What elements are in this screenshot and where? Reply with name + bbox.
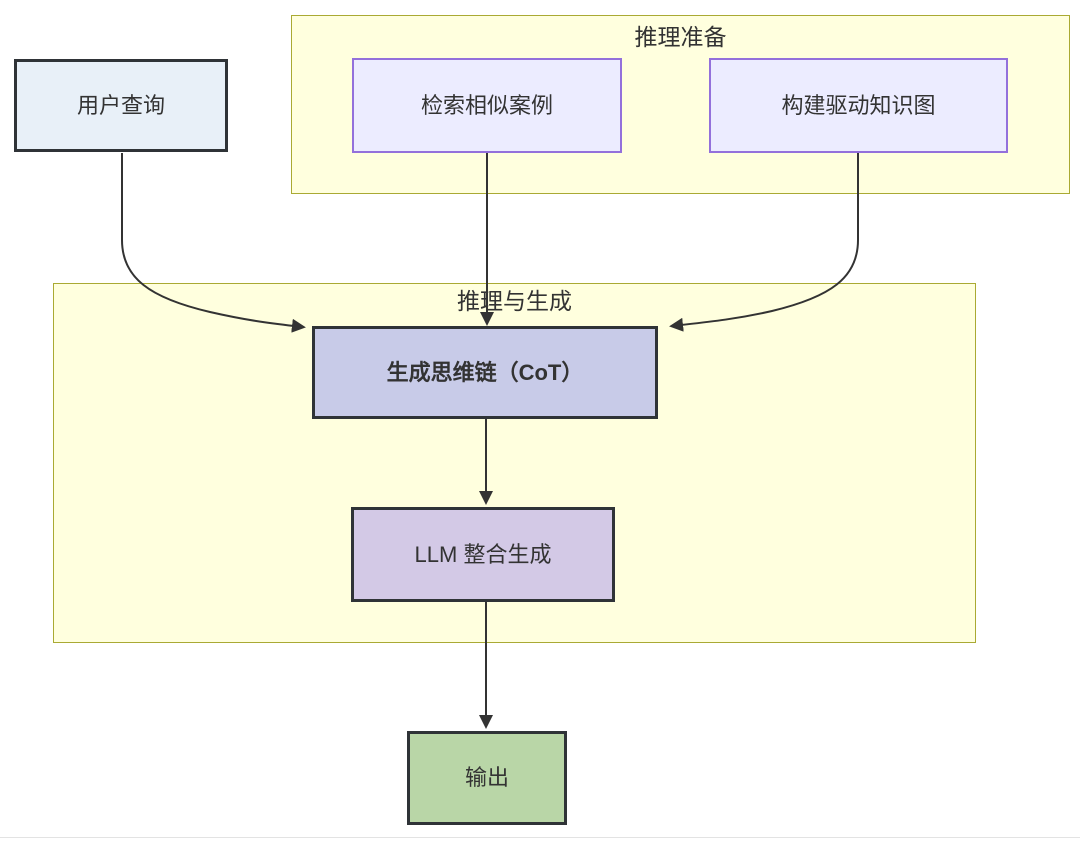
node-output: 输出 (407, 731, 567, 825)
node-retrieve-similar-cases-label: 检索相似案例 (420, 92, 553, 118)
window-bottom-edge (0, 837, 1080, 838)
node-user-query: 用户查询 (14, 59, 228, 152)
node-generate-cot-label: 生成思维链（CoT） (386, 359, 584, 385)
node-generate-cot: 生成思维链（CoT） (312, 326, 658, 419)
node-llm-integration-label: LLM 整合生成 (414, 541, 552, 567)
node-user-query-label: 用户查询 (76, 92, 165, 118)
node-build-knowledge-graph: 构建驱动知识图 (709, 58, 1008, 153)
cluster-reasoning-generation-title: 推理与生成 (457, 288, 572, 314)
node-output-label: 输出 (464, 765, 509, 790)
node-build-knowledge-graph-label: 构建驱动知识图 (781, 92, 936, 118)
node-retrieve-similar-cases: 检索相似案例 (352, 58, 622, 153)
node-llm-integration: LLM 整合生成 (351, 507, 615, 602)
cluster-reasoning-prep-title: 推理准备 (634, 24, 727, 50)
